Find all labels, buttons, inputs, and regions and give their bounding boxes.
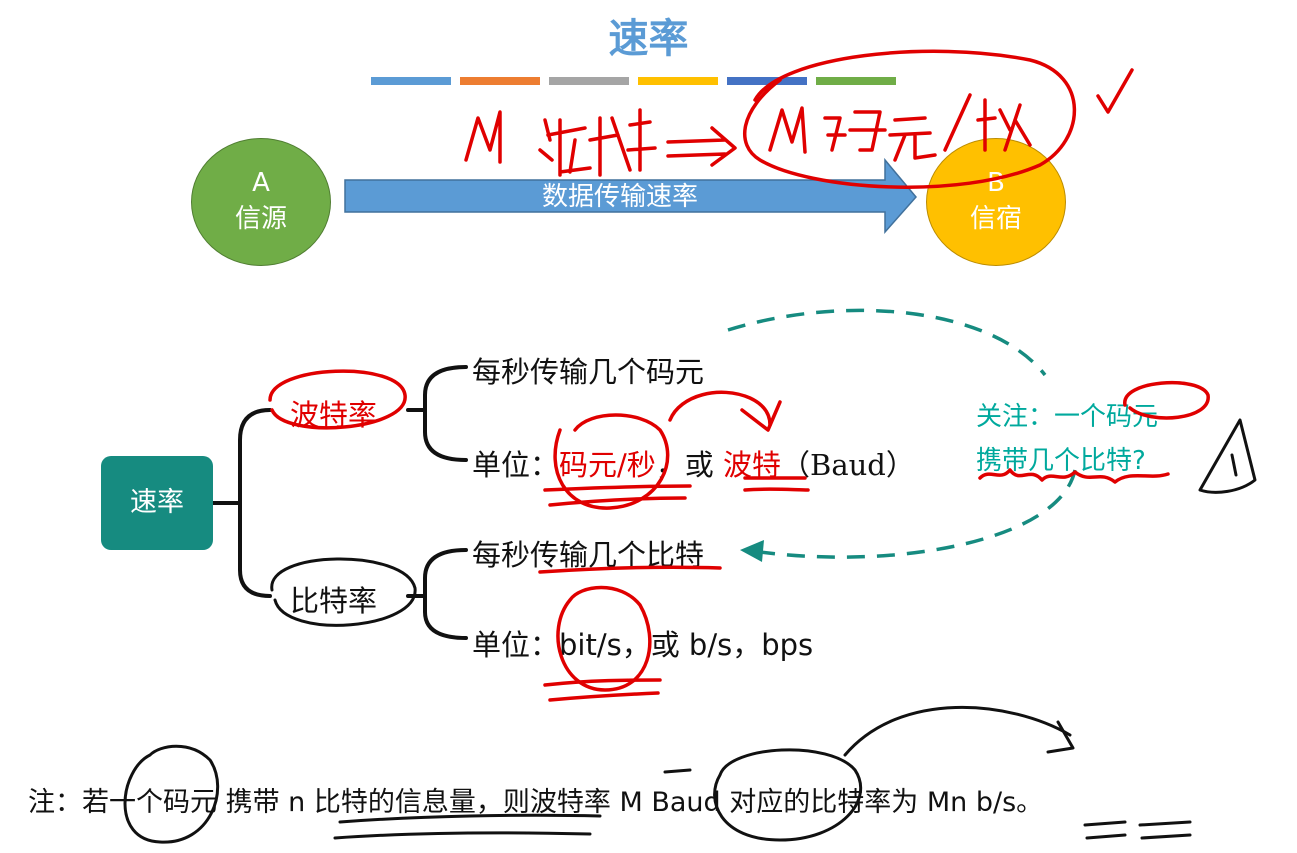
note-part2: 比特的信息量，则波特率 — [305, 787, 620, 818]
mindmap-root: 速率 — [101, 456, 213, 550]
note-n: n — [288, 787, 306, 818]
baud-unit-prefix: 单位： — [472, 448, 560, 482]
footnote: 注：若一个码元 携带 n 比特的信息量，则波特率 M Baud 对应的比特率为 … — [28, 780, 1043, 819]
source-node-a: A 信源 — [191, 138, 331, 266]
note-mn: Mn b/s — [926, 787, 1017, 818]
color-bar — [816, 77, 896, 85]
arrow-label: 数据传输速率 — [541, 182, 698, 212]
note-part3: 对应的比特率为 — [720, 787, 927, 818]
side-note-line2: 携带几个比特? — [976, 446, 1146, 476]
baud-unit-main: 码元/秒 — [559, 448, 656, 482]
sink-node-b: B 信宿 — [926, 138, 1066, 266]
side-note-line1: 关注：一个码元 — [976, 402, 1159, 432]
note-end: 。 — [1016, 787, 1044, 818]
node-b-label: 信宿 — [969, 204, 1022, 234]
node-a-label: 信源 — [234, 204, 287, 234]
node-a-letter: A — [252, 168, 270, 198]
color-bar — [460, 77, 540, 85]
color-bar — [371, 77, 451, 85]
note-part1: 注：若一个码元 携带 — [28, 787, 289, 818]
color-bar — [638, 77, 718, 85]
color-bar — [549, 77, 629, 85]
note-m: M Baud — [619, 787, 721, 818]
bit-rate-unit: 单位：bit/s，或 b/s，bps — [472, 628, 814, 662]
node-b-letter: B — [987, 168, 1005, 198]
color-bar — [727, 77, 807, 85]
bit-rate-node: 比特率 — [290, 584, 378, 618]
baud-rate-desc: 每秒传输几个码元 — [472, 355, 705, 389]
page-title: 速率 — [608, 16, 689, 62]
